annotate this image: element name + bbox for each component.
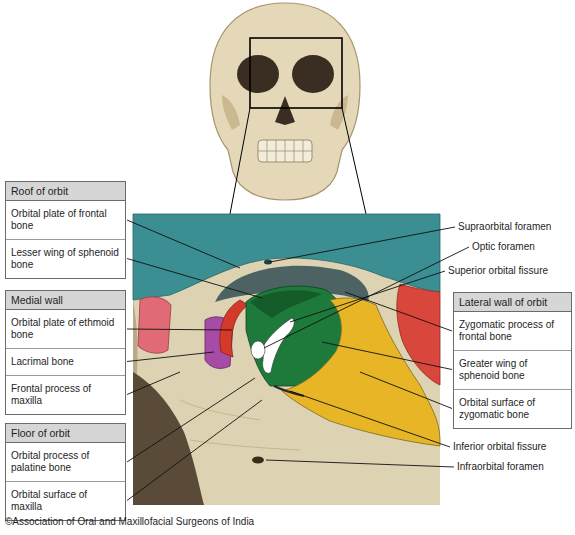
leader-line	[290, 271, 445, 322]
bone-box: Orbital plate of ethmoid bone	[6, 310, 125, 348]
leader-line	[270, 227, 455, 262]
leader-line	[266, 460, 454, 467]
leader-line	[360, 372, 452, 409]
bone-name: Orbital plate of frontal bone	[11, 208, 120, 232]
nasal-region	[138, 297, 171, 353]
leader-line	[127, 220, 240, 268]
bone-name: Orbital surface of zygomatic bone	[459, 397, 566, 421]
feature-label: Inferior orbital fissure	[453, 441, 546, 453]
bone-texture	[180, 400, 300, 450]
bone-box: Frontal process of maxilla	[6, 375, 125, 414]
credit-note: ©Association of Oral and Maxillofacial S…	[5, 516, 254, 528]
nasal-cavity	[275, 96, 295, 125]
region-box: Lateral wall of orbitZygomatic process o…	[453, 292, 572, 429]
bone-box: Lacrimal bone	[6, 348, 125, 375]
bone-box: Orbital surface of maxilla	[6, 481, 125, 520]
bone-name: Lacrimal bone	[11, 356, 120, 368]
zoom-line	[230, 108, 366, 214]
teeth	[258, 140, 312, 162]
leader-line	[290, 391, 450, 447]
region-heading: Medial wall	[6, 291, 125, 310]
teeth-lines	[258, 140, 312, 162]
bone-box: Greater wing of sphenoid bone	[454, 350, 571, 389]
feature-label: Supraorbital foramen	[458, 221, 551, 233]
bone-name: Orbital process of palatine bone	[11, 450, 120, 474]
leader-line	[127, 352, 214, 362]
superior-orbital-fissure	[263, 318, 295, 373]
bone-name: Zygomatic process of frontal bone	[459, 319, 566, 343]
bone-name: Orbital surface of maxilla	[11, 489, 120, 513]
bone-box: Zygomatic process of frontal bone	[454, 312, 571, 350]
leader-line	[345, 292, 452, 331]
region-box: Roof of orbitOrbital plate of frontal bo…	[5, 181, 126, 279]
region-box: Medial wallOrbital plate of ethmoid bone…	[5, 290, 126, 415]
feature-label: Infraorbital foramen	[457, 461, 544, 473]
feature-label: Optic foramen	[472, 241, 535, 253]
bone-name: Orbital plate of ethmoid bone	[11, 317, 120, 341]
ethmoid-region	[220, 300, 248, 357]
bone-box: Orbital plate of frontal bone	[6, 201, 125, 239]
leader-line	[127, 400, 262, 501]
leader-line	[322, 342, 452, 370]
region-box: Floor of orbitOrbital process of palatin…	[5, 423, 126, 521]
leader-line	[127, 372, 180, 395]
region-heading: Floor of orbit	[6, 424, 125, 443]
infraorbital-foramen	[252, 457, 264, 464]
eye-socket	[292, 55, 334, 93]
region-heading: Roof of orbit	[6, 182, 125, 201]
region-heading: Lateral wall of orbit	[454, 293, 571, 312]
feature-label: Superior orbital fissure	[448, 265, 548, 277]
bone-box: Orbital process of palatine bone	[6, 443, 125, 481]
bone-box: Lesser wing of sphenoid bone	[6, 239, 125, 278]
leader-line	[264, 247, 469, 348]
lesser-wing-region	[250, 290, 322, 318]
zoom-frame	[250, 38, 342, 108]
eye-socket	[237, 55, 279, 93]
leader-line	[127, 329, 232, 330]
optic-foramen	[251, 341, 265, 359]
cheek-shade	[222, 95, 240, 130]
bone-name: Lesser wing of sphenoid bone	[11, 247, 120, 271]
skull-figure	[210, 3, 366, 214]
bone-name: Frontal process of maxilla	[11, 383, 120, 407]
nasal-shadow	[133, 372, 204, 505]
skull-outline	[210, 3, 360, 200]
leader-line	[127, 259, 262, 299]
bone-box: Orbital surface of zygomatic bone	[454, 389, 571, 428]
bone-name: Greater wing of sphenoid bone	[459, 358, 566, 382]
